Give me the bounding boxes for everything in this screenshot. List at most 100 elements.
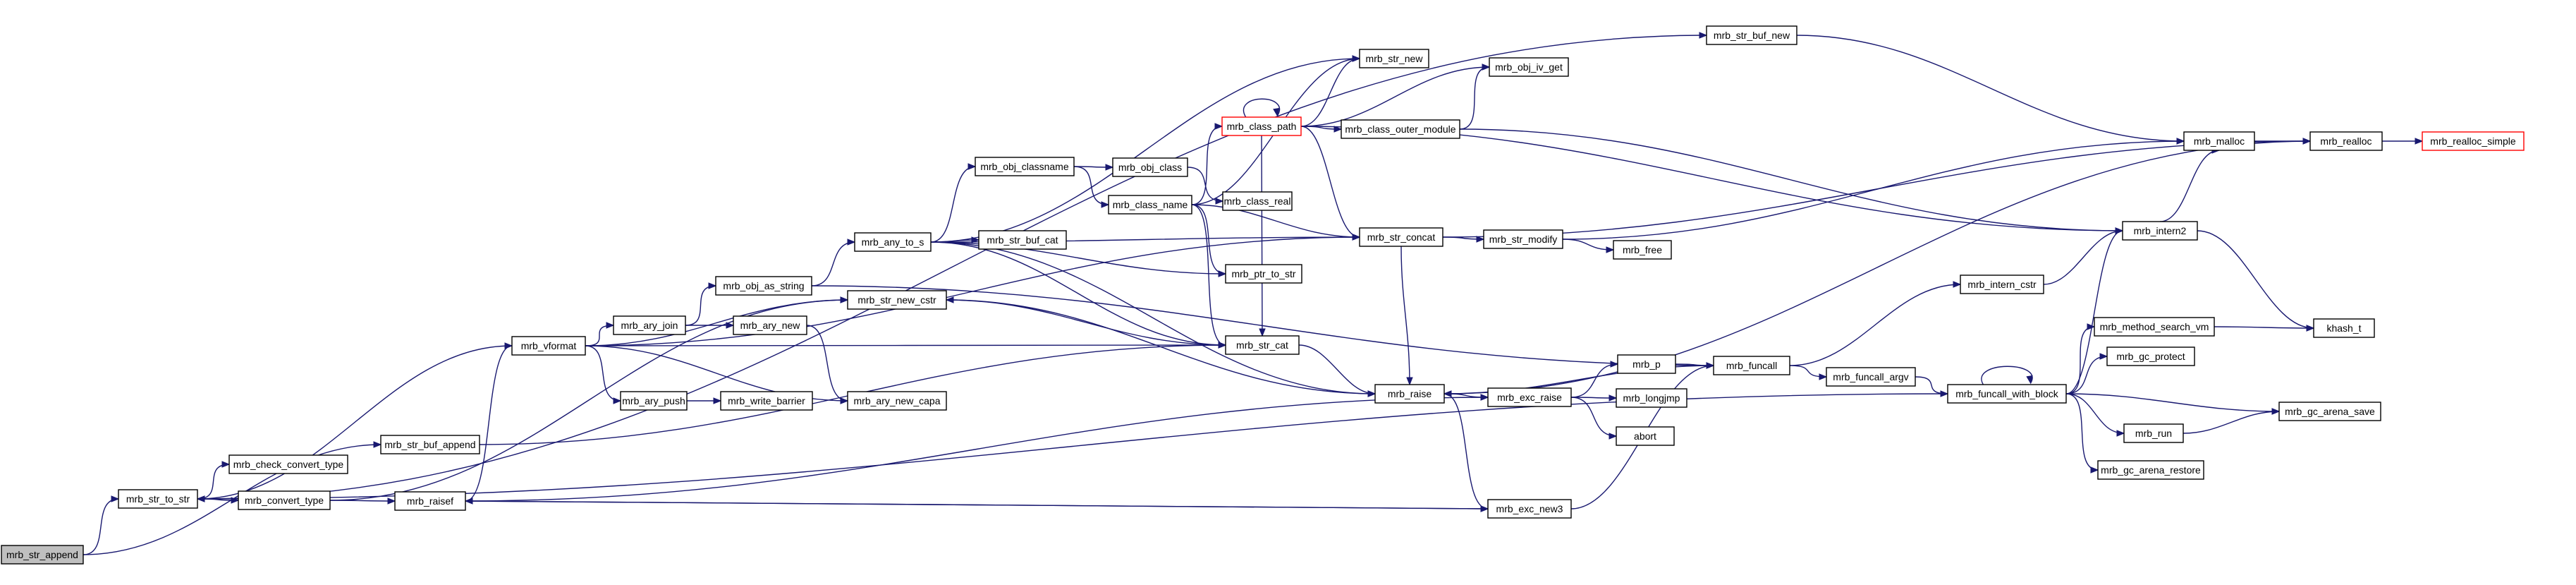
node-box (118, 489, 198, 509)
node-box (1487, 499, 1572, 519)
node-box (978, 230, 1067, 250)
node-label: mrb_convert_type (245, 495, 324, 506)
call-edge-mrb_exc_raise-to-abort (1570, 397, 1618, 440)
node-mrb-str-concat[interactable]: mrb_str_concat (1359, 227, 1443, 247)
call-edge-mrb_str_modify-to-mrb_free (1562, 239, 1615, 253)
node-mrb-str-append[interactable]: mrb_str_append (1, 545, 84, 565)
node-mrb-funcall-with-block[interactable]: mrb_funcall_with_block (1947, 384, 2067, 404)
call-edge-mrb_vformat-to-mrb_str_cat (585, 342, 1227, 349)
node-mrb-funcall[interactable]: mrb_funcall (1713, 356, 1790, 375)
node-box (1616, 426, 1675, 446)
node-mrb-gc-arena-save[interactable]: mrb_gc_arena_save (2278, 402, 2381, 421)
node-mrb-str-buf-append[interactable]: mrb_str_buf_append (380, 435, 480, 454)
node-box (1826, 367, 1916, 387)
node-label: mrb_class_outer_module (1345, 123, 1455, 135)
node-box (1706, 25, 1797, 45)
node-mrb-class-real[interactable]: mrb_class_real (1222, 191, 1293, 211)
node-mrb-realloc[interactable]: mrb_realloc (2309, 131, 2383, 151)
node-box (1613, 240, 1672, 260)
node-mrb-check-convert-type[interactable]: mrb_check_convert_type (228, 454, 348, 474)
node-mrb-realloc-simple[interactable]: mrb_realloc_simple (2422, 131, 2525, 151)
node-mrb-obj-iv-get[interactable]: mrb_obj_iv_get (1489, 57, 1569, 77)
node-mrb-class-name[interactable]: mrb_class_name (1108, 195, 1192, 215)
node-mrb-ary-push[interactable]: mrb_ary_push (620, 391, 688, 411)
node-box (1487, 387, 1572, 407)
node-mrb-intern2[interactable]: mrb_intern2 (2122, 221, 2198, 241)
call-edge-mrb_any_to_s-to-mrb_obj_classname (930, 163, 977, 243)
node-mrb-class-outer-module[interactable]: mrb_class_outer_module (1341, 119, 1460, 139)
node-mrb-str-new[interactable]: mrb_str_new (1359, 49, 1429, 68)
node-mrb-raisef[interactable]: mrb_raisef (394, 491, 466, 511)
node-mrb-obj-as-string[interactable]: mrb_obj_as_string (715, 276, 812, 296)
node-box (1221, 116, 1302, 136)
node-label: mrb_funcall_argv (1833, 371, 1908, 382)
call-edge-mrb_class_outer_module-to-mrb_obj_iv_get (1459, 64, 1491, 130)
node-label: mrb_ary_join (621, 320, 678, 331)
node-mrb-free[interactable]: mrb_free (1613, 240, 1672, 260)
node-mrb-raise[interactable]: mrb_raise (1374, 384, 1445, 404)
node-mrb-method-search-vm[interactable]: mrb_method_search_vm (2094, 317, 2215, 337)
node-mrb-str-modify[interactable]: mrb_str_modify (1483, 229, 1563, 249)
node-mrb-ptr-to-str[interactable]: mrb_ptr_to_str (1225, 264, 1302, 284)
call-edge-mrb_class_name-to-mrb_class_path (1191, 123, 1223, 205)
node-label: mrb_ary_new (740, 320, 801, 331)
node-mrb-funcall-argv[interactable]: mrb_funcall_argv (1826, 367, 1916, 387)
call-edge-mrb_str_to_str-to-mrb_check_convert_type (197, 461, 231, 500)
call-edge-mrb_method_search_vm-to-khash_t (2214, 325, 2315, 332)
node-box (1617, 354, 1676, 374)
node-box (2123, 423, 2184, 443)
node-box (1112, 157, 1188, 177)
node-label: mrb_realloc_simple (2430, 135, 2516, 147)
call-edge-mrb_str_cat-to-mrb_raise (1298, 344, 1376, 397)
call-edge-mrb_ary_join-to-mrb_obj_as_string (685, 282, 717, 326)
node-label: mrb_run (2135, 428, 2172, 439)
node-label: mrb_str_buf_new (1714, 30, 1790, 41)
node-mrb-class-path[interactable]: mrb_class_path (1221, 116, 1302, 136)
node-mrb-longjmp[interactable]: mrb_longjmp (1616, 388, 1687, 408)
call-edge-mrb_exc_raise-to-mrb_longjmp (1570, 394, 1618, 402)
node-label: mrb_str_buf_append (384, 439, 475, 450)
node-mrb-any-to-s[interactable]: mrb_any_to_s (854, 232, 932, 252)
node-mrb-run[interactable]: mrb_run (2123, 423, 2184, 443)
node-mrb-str-buf-new[interactable]: mrb_str_buf_new (1706, 25, 1797, 45)
call-edge-mrb_class_path-to-mrb_class_path (1243, 98, 1280, 118)
node-mrb-ary-new[interactable]: mrb_ary_new (733, 315, 807, 335)
node-mrb-vformat[interactable]: mrb_vformat (511, 336, 586, 356)
node-mrb-obj-class[interactable]: mrb_obj_class (1112, 157, 1188, 177)
node-mrb-str-cat[interactable]: mrb_str_cat (1225, 335, 1300, 355)
call-edge-mrb_class_path-to-mrb_str_new (1300, 55, 1361, 127)
node-mrb-write-barrier[interactable]: mrb_write_barrier (720, 391, 813, 411)
call-edge-mrb_funcall_with_block-to-mrb_gc_arena_save (2065, 393, 2281, 415)
node-mrb-p[interactable]: mrb_p (1617, 354, 1676, 374)
node-box (1225, 335, 1300, 355)
call-edge-mrb_exc_raise-to-mrb_p (1570, 361, 1619, 398)
node-mrb-str-to-str[interactable]: mrb_str_to_str (118, 489, 198, 509)
node-label: mrb_gc_arena_restore (2101, 464, 2201, 476)
call-edge-mrb_ary_new-to-mrb_ary_new_capa (806, 325, 849, 404)
node-mrb-str-buf-cat[interactable]: mrb_str_buf_cat (978, 230, 1067, 250)
node-khash-t[interactable]: khash_t (2313, 318, 2375, 338)
node-mrb-exc-new3[interactable]: mrb_exc_new3 (1487, 499, 1572, 519)
node-label: mrb_vformat (521, 340, 577, 351)
node-label: mrb_str_cat (1236, 339, 1288, 351)
node-label: mrb_str_new (1366, 53, 1424, 64)
node-mrb-exc-raise[interactable]: mrb_exc_raise (1487, 387, 1572, 407)
node-box (1374, 384, 1445, 404)
node-mrb-gc-arena-restore[interactable]: mrb_gc_arena_restore (2097, 460, 2204, 480)
call-edge-mrb_obj_classname-to-mrb_obj_class (1073, 164, 1114, 171)
node-mrb-intern-cstr[interactable]: mrb_intern_cstr (1960, 275, 2044, 294)
node-mrb-obj-classname[interactable]: mrb_obj_classname (975, 157, 1075, 176)
node-mrb-gc-protect[interactable]: mrb_gc_protect (2106, 346, 2195, 366)
node-box (1108, 195, 1192, 215)
call-edge-mrb_raisef-to-mrb_vformat (465, 342, 513, 502)
node-label: mrb_class_name (1113, 199, 1188, 210)
node-abort[interactable]: abort (1616, 426, 1675, 446)
node-mrb-ary-new-capa[interactable]: mrb_ary_new_capa (847, 391, 947, 411)
node-mrb-ary-join[interactable]: mrb_ary_join (613, 315, 686, 335)
node-label: mrb_class_path (1227, 121, 1297, 132)
node-mrb-convert-type[interactable]: mrb_convert_type (238, 490, 331, 510)
node-mrb-str-new-cstr[interactable]: mrb_str_new_cstr (847, 290, 947, 310)
node-box (228, 454, 348, 474)
node-mrb-malloc[interactable]: mrb_malloc (2183, 131, 2255, 151)
